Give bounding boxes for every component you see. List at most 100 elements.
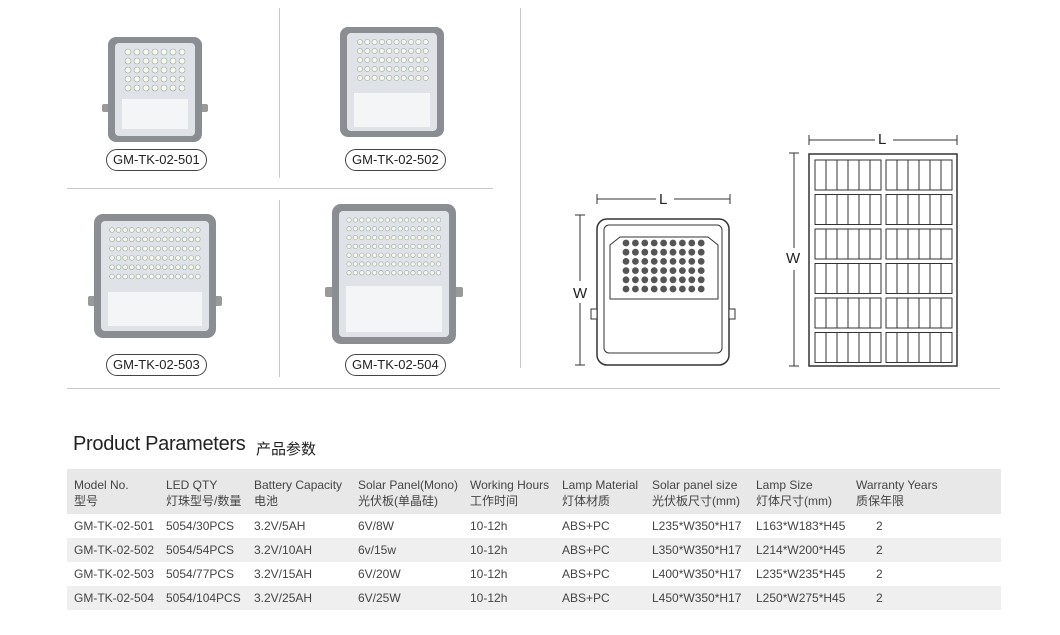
- led-dot-icon: [422, 66, 429, 72]
- led-dot-icon: [422, 75, 429, 81]
- led-dot-icon: [188, 227, 194, 233]
- led-dot-icon: [697, 285, 705, 293]
- cell-lamp-size: L163*W183*H45: [756, 519, 846, 533]
- cell-solar-panel: 6V/25W: [351, 586, 463, 610]
- led-dot-icon: [372, 261, 378, 267]
- led-dot-icon: [175, 236, 181, 242]
- led-dot-icon: [378, 252, 384, 258]
- led-dot-icon: [364, 75, 371, 81]
- section-divider-vertical: [520, 8, 521, 368]
- led-dot-icon: [669, 248, 677, 256]
- led-dot-icon: [365, 217, 371, 223]
- led-dot-icon: [436, 261, 442, 267]
- led-dot-icon: [397, 235, 403, 241]
- led-dot-icon: [429, 261, 435, 267]
- led-dot-icon: [346, 261, 352, 267]
- led-dot-icon: [357, 39, 363, 45]
- led-dot-icon: [129, 255, 135, 261]
- led-dot-icon: [372, 217, 378, 223]
- led-dot-icon: [404, 217, 410, 223]
- led-dot-icon: [404, 252, 410, 258]
- led-dot-icon: [679, 285, 686, 293]
- lamp-length-label: L: [659, 191, 668, 208]
- led-dot-icon: [423, 261, 429, 267]
- led-dot-icon: [122, 273, 128, 280]
- led-dot-icon: [410, 252, 416, 258]
- cell-model: GM-TK-02-502: [67, 538, 159, 562]
- led-dot-icon: [129, 264, 135, 270]
- table-row: GM-TK-02-502 5054/54PCS 3.2V/10AH 6v/15w…: [67, 538, 1001, 562]
- led-dot-icon: [169, 84, 177, 92]
- led-dot-icon: [168, 245, 175, 252]
- led-dot-icon: [391, 217, 397, 223]
- led-dot-icon: [133, 57, 141, 65]
- led-dot-icon: [124, 75, 132, 83]
- led-dot-icon: [155, 273, 161, 280]
- led-dot-icon: [400, 75, 407, 81]
- led-dot-icon: [386, 57, 393, 63]
- led-dot-icon: [352, 261, 358, 267]
- led-dot-icon: [378, 226, 384, 232]
- led-dot-icon: [372, 235, 378, 241]
- led-dot-icon: [346, 226, 352, 232]
- led-dot-icon: [622, 248, 630, 256]
- led-dot-icon: [188, 264, 194, 270]
- led-dot-icon: [122, 227, 128, 233]
- led-dot-icon: [162, 227, 168, 233]
- led-dot-icon: [142, 245, 148, 252]
- led-dot-icon: [142, 84, 150, 92]
- led-dot-icon: [415, 57, 422, 63]
- led-dot-icon: [391, 226, 397, 232]
- led-dot-icon: [641, 276, 649, 284]
- led-dot-icon: [148, 227, 155, 233]
- cell-battery: 3.2V/10AH: [247, 538, 351, 562]
- led-dot-icon: [423, 235, 429, 241]
- led-dot-icon: [650, 248, 658, 256]
- led-dot-icon: [688, 285, 696, 293]
- led-dot-icon: [122, 236, 128, 242]
- led-dot-icon: [669, 267, 677, 274]
- led-dot-icon: [632, 285, 639, 293]
- led-dot-icon: [436, 226, 442, 232]
- led-dot-icon: [422, 48, 429, 54]
- led-dot-icon: [697, 258, 705, 265]
- led-dot-icon: [359, 270, 365, 276]
- product-image-504: [325, 204, 463, 344]
- led-dot-icon: [124, 84, 132, 92]
- led-dot-icon: [160, 57, 168, 65]
- led-dot-icon: [109, 245, 115, 252]
- led-dot-icon: [632, 267, 639, 274]
- led-dot-icon: [415, 75, 422, 81]
- led-dot-icon: [109, 255, 115, 261]
- led-dot-icon: [410, 261, 416, 267]
- led-dot-icon: [393, 66, 400, 72]
- led-dot-icon: [688, 248, 696, 256]
- led-dot-icon: [400, 57, 407, 63]
- led-dot-icon: [195, 245, 201, 252]
- led-dot-icon: [181, 273, 188, 280]
- led-dot-icon: [148, 245, 155, 252]
- led-dot-icon: [622, 267, 630, 274]
- led-dot-icon: [400, 39, 407, 45]
- led-dot-icon: [378, 261, 384, 267]
- led-dot-icon: [195, 227, 201, 233]
- led-dot-icon: [124, 66, 132, 74]
- cell-lamp-size: L250*W275*H45: [749, 586, 849, 610]
- led-dot-icon: [397, 217, 403, 223]
- led-dot-icon: [384, 226, 390, 232]
- led-dot-icon: [357, 66, 363, 72]
- led-dot-icon: [423, 252, 429, 258]
- cell-working-hours: 10-12h: [463, 538, 555, 562]
- cell-lamp-material: ABS+PC: [562, 567, 610, 581]
- led-dot-icon: [641, 258, 649, 265]
- grid-divider-vertical-top: [279, 8, 280, 178]
- led-dot-icon: [188, 273, 194, 280]
- led-dot-icon: [364, 57, 371, 63]
- led-dot-icon: [142, 236, 148, 242]
- led-dot-icon: [386, 48, 393, 54]
- led-dot-icon: [148, 273, 155, 280]
- led-dot-icon: [632, 258, 639, 265]
